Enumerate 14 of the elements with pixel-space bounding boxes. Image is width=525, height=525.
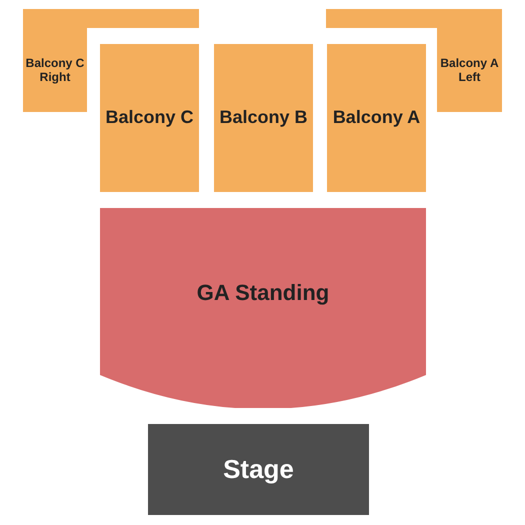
standing-area	[100, 208, 426, 408]
section-label: Balcony A	[332, 107, 420, 129]
section-label: GA Standing	[196, 280, 330, 306]
section-label: Balcony C Right	[24, 56, 86, 84]
balcony-section	[100, 44, 199, 192]
section-label: Balcony B	[219, 107, 308, 129]
stage	[148, 424, 369, 515]
section-label: Balcony A Left	[439, 56, 500, 84]
balcony-section	[214, 44, 313, 192]
section-label: Stage	[223, 454, 294, 486]
balcony-section	[23, 9, 199, 112]
section-label: Balcony C	[105, 107, 194, 129]
balcony-section	[327, 44, 426, 192]
balcony-section	[326, 9, 502, 112]
